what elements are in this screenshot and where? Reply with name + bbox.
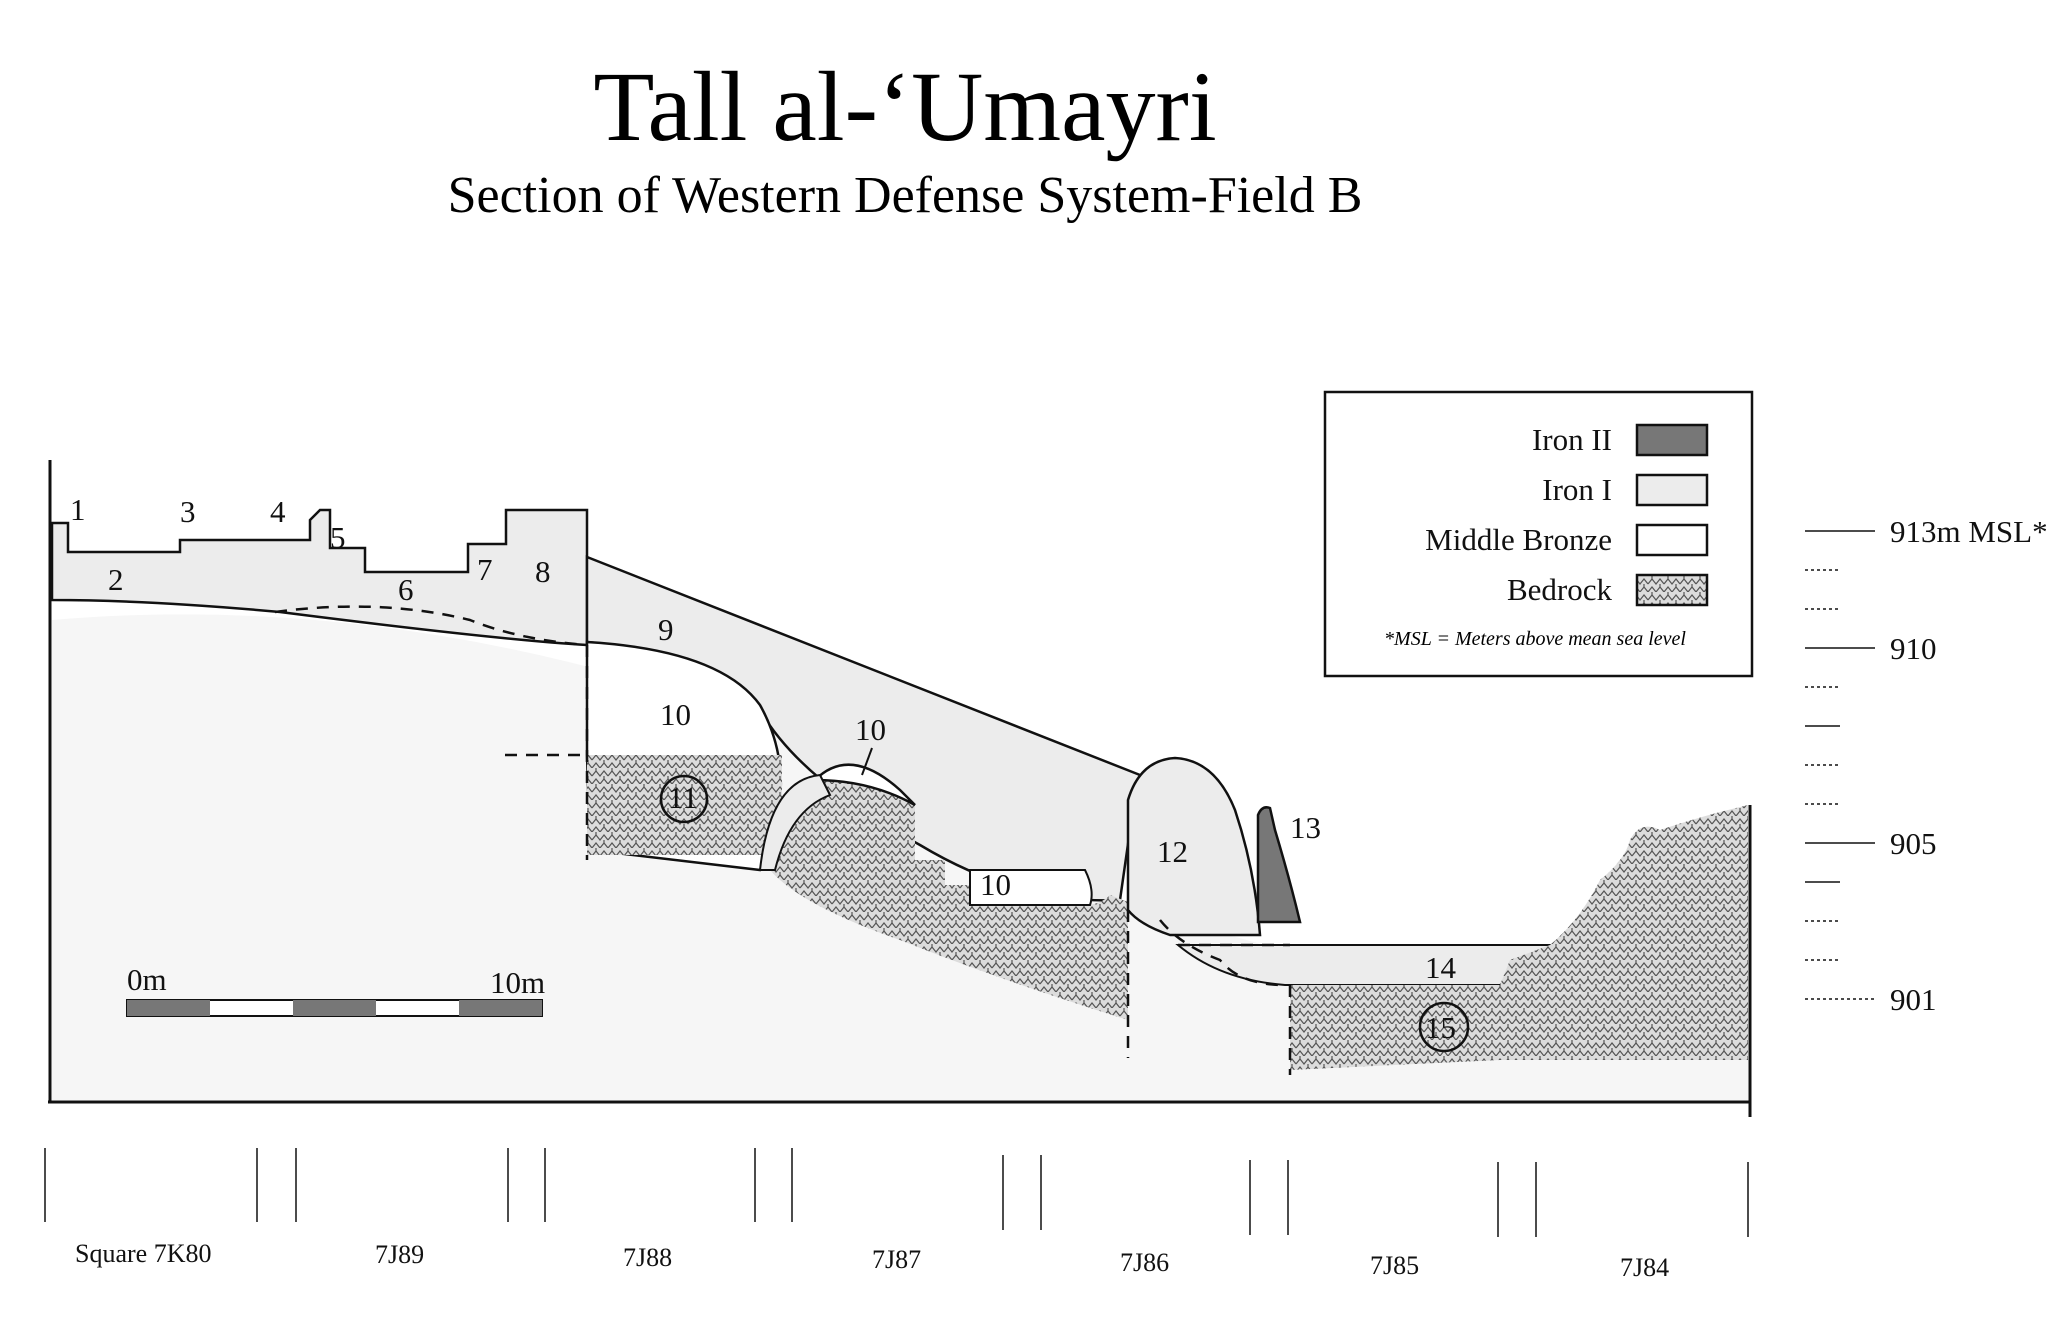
square-label-7j88: 7J88 — [623, 1243, 672, 1272]
elevation-913: 913m MSL* — [1890, 514, 2048, 549]
legend-note: *MSL = Meters above mean sea level — [1384, 628, 1686, 650]
locus-1: 1 — [70, 492, 86, 527]
legend-label-iron-ii: Iron II — [1532, 422, 1612, 457]
bedrock-11 — [587, 755, 782, 855]
locus-7: 7 — [477, 552, 493, 587]
locus-5: 5 — [330, 520, 346, 555]
legend-swatch-iron-i — [1635, 473, 1709, 507]
scale-bar: 0m 10m — [126, 962, 545, 1017]
elevation-905: 905 — [1890, 826, 1937, 861]
locus-circles — [659, 774, 1470, 1053]
iron-i-arch — [758, 773, 832, 871]
square-ticks — [44, 1148, 1749, 1237]
square-labels: Square 7K80 7J89 7J88 7J87 7J86 7J85 7J8… — [75, 1239, 1669, 1282]
legend: Iron II Iron I Middle Bronze Bedrock *MS… — [1323, 390, 1754, 678]
square-label-7j86: 7J86 — [1120, 1248, 1169, 1277]
locus-13: 13 — [1290, 810, 1321, 845]
elevation-labels: 913m MSL* 910 905 901 — [1890, 514, 2048, 1017]
scale-end-label: 10m — [490, 965, 545, 1000]
locus-10-arc-leader — [861, 747, 873, 776]
legend-swatch-middle-bronze — [1635, 523, 1709, 557]
locus-labels: 1 2 3 4 5 6 7 8 9 10 10 10 11 12 13 14 1… — [70, 492, 1457, 1045]
locus-11: 11 — [668, 780, 698, 815]
square-label-7j84: 7J84 — [1620, 1253, 1669, 1282]
locus-9: 9 — [658, 612, 674, 647]
legend-label-middle-bronze: Middle Bronze — [1425, 522, 1612, 557]
square-label-7j89: 7J89 — [375, 1240, 424, 1269]
square-label-7j87: 7J87 — [872, 1245, 921, 1274]
middle-bronze-layer-10-arc — [811, 763, 916, 807]
legend-label-iron-i: Iron I — [1542, 472, 1612, 507]
locus-3: 3 — [180, 494, 196, 529]
elevation-910: 910 — [1890, 631, 1937, 666]
locus-10-arc: 10 — [855, 712, 886, 747]
locus-14: 14 — [1425, 950, 1457, 985]
square-label-7k80: Square 7K80 — [75, 1239, 211, 1268]
dashed-interpretive-lines — [274, 605, 1292, 1075]
iron-i-upper-layers — [50, 508, 589, 647]
elevation-ticks — [1805, 530, 1875, 1000]
diagram-title: Tall al-‘Umayri — [593, 51, 1216, 162]
locus-10-lower: 10 — [980, 867, 1011, 902]
legend-swatch-bedrock — [1635, 573, 1709, 607]
locus-6: 6 — [398, 572, 414, 607]
scale-start-label: 0m — [127, 962, 167, 997]
bedrock-mid-slope — [770, 776, 1128, 1020]
locus-8: 8 — [535, 554, 551, 589]
locus-4: 4 — [270, 494, 286, 529]
diagram-subtitle: Section of Western Defense System-Field … — [448, 167, 1363, 224]
section-frame — [48, 460, 1752, 1117]
bedrock-15 — [1290, 805, 1748, 1070]
tower-12 — [1126, 756, 1262, 937]
locus-10-left: 10 — [660, 697, 691, 732]
elevation-901: 901 — [1890, 982, 1937, 1017]
legend-label-bedrock: Bedrock — [1507, 572, 1613, 607]
legend-swatch-iron-ii — [1635, 423, 1709, 457]
square-label-7j85: 7J85 — [1370, 1251, 1419, 1280]
locus-2: 2 — [108, 562, 124, 597]
middle-bronze-layer-10-lower — [969, 869, 1093, 906]
iron-ii-wall-13 — [1256, 806, 1302, 924]
locus-15: 15 — [1425, 1010, 1456, 1045]
locus-12: 12 — [1157, 834, 1188, 869]
